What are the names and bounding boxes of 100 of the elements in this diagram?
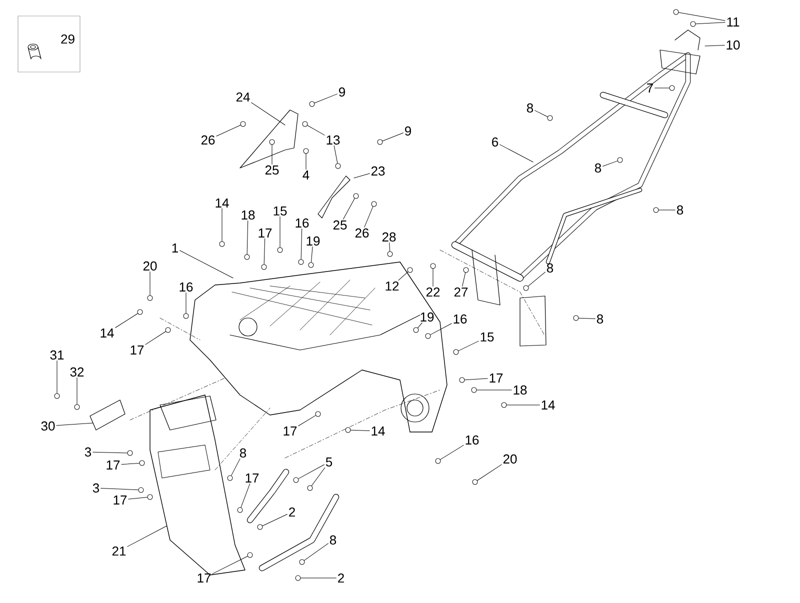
fastener bbox=[353, 193, 359, 199]
fastener bbox=[345, 427, 351, 433]
callout-number: 4 bbox=[302, 170, 310, 180]
fastener bbox=[237, 507, 243, 513]
callout-number: 17 bbox=[490, 374, 503, 382]
callout-number: 8 bbox=[546, 263, 554, 273]
fastener bbox=[74, 404, 80, 410]
leader-line bbox=[127, 526, 167, 547]
leader-line bbox=[115, 313, 138, 328]
callout-number: 8 bbox=[330, 535, 336, 545]
fastener bbox=[617, 157, 623, 163]
fastener bbox=[299, 559, 305, 565]
fastener bbox=[219, 241, 225, 247]
callout-number: 25 bbox=[333, 220, 347, 230]
fastener bbox=[425, 333, 431, 339]
leader-line bbox=[128, 497, 148, 500]
leader-line bbox=[334, 146, 338, 164]
callout-number: 15 bbox=[274, 206, 287, 216]
fastener bbox=[257, 524, 263, 530]
fastener bbox=[308, 262, 314, 268]
leader-line bbox=[389, 242, 390, 252]
callout-number: 23 bbox=[371, 166, 385, 176]
leader-line bbox=[398, 272, 408, 281]
leader-line bbox=[300, 228, 302, 260]
fastener bbox=[377, 139, 383, 145]
fastener bbox=[653, 207, 659, 213]
fastener bbox=[407, 267, 413, 273]
fastener bbox=[261, 264, 267, 270]
callout-number: 17 bbox=[284, 426, 297, 436]
callout-number: 22 bbox=[426, 287, 440, 297]
leader-line bbox=[464, 378, 488, 380]
callout-number: 16 bbox=[454, 314, 467, 324]
fastener bbox=[293, 477, 299, 483]
leader-line bbox=[212, 556, 248, 574]
fastener bbox=[307, 485, 313, 491]
callout-number: 17 bbox=[258, 228, 272, 238]
fastener bbox=[573, 315, 579, 321]
callout-number: 9 bbox=[405, 126, 411, 136]
leader-line bbox=[432, 268, 434, 287]
leader-line bbox=[310, 246, 313, 263]
leader-line bbox=[314, 94, 338, 104]
callout-number: 19 bbox=[306, 236, 320, 246]
callout-number: 13 bbox=[326, 135, 340, 145]
fastener bbox=[523, 285, 529, 291]
callout-number: 32 bbox=[70, 367, 84, 377]
fastener bbox=[302, 121, 308, 127]
fastener bbox=[435, 458, 441, 464]
leader-line bbox=[354, 173, 370, 178]
callout-number: 9 bbox=[339, 87, 345, 97]
leader-line bbox=[307, 125, 325, 136]
callout-number: 8 bbox=[676, 205, 684, 215]
callout-number: 16 bbox=[296, 218, 309, 228]
fastener bbox=[471, 387, 477, 393]
leader-line bbox=[418, 322, 422, 328]
callout-number: 20 bbox=[143, 261, 157, 271]
callout-number: 16 bbox=[466, 435, 479, 445]
inset-box: 29 bbox=[18, 16, 80, 72]
callout-number: 17 bbox=[130, 346, 144, 354]
callout-number: 26 bbox=[355, 228, 369, 238]
callout-number: 14 bbox=[542, 400, 555, 410]
fastener bbox=[244, 254, 250, 260]
fastener bbox=[139, 460, 145, 466]
fastener bbox=[127, 450, 133, 456]
leader-line bbox=[342, 198, 355, 220]
callout-number: 7 bbox=[647, 84, 653, 92]
callout-number: 17 bbox=[106, 460, 120, 470]
leader-line bbox=[678, 12, 726, 21]
fastener bbox=[463, 267, 469, 273]
fastener bbox=[673, 9, 679, 15]
callout-number: 14 bbox=[216, 198, 229, 208]
leader-line bbox=[76, 378, 78, 404]
fastener bbox=[690, 21, 696, 27]
fastener bbox=[269, 139, 275, 145]
fastener bbox=[165, 327, 171, 333]
callout-number: 16 bbox=[180, 282, 193, 292]
fastener bbox=[472, 479, 478, 485]
leader-line bbox=[704, 45, 725, 46]
fastener bbox=[669, 85, 675, 91]
callout-number: 14 bbox=[100, 328, 114, 338]
leader-line bbox=[264, 238, 266, 264]
callout-number: 11 bbox=[727, 18, 740, 26]
fastener bbox=[413, 327, 419, 333]
fastener bbox=[147, 494, 153, 500]
callout-number: 2 bbox=[289, 507, 295, 517]
leader-line bbox=[528, 272, 546, 286]
fastener bbox=[371, 201, 377, 207]
callout-number: 5 bbox=[326, 457, 332, 467]
callout-number: 17 bbox=[198, 574, 211, 582]
leader-line bbox=[121, 462, 140, 465]
leader-line bbox=[304, 543, 328, 561]
leader-line bbox=[56, 422, 94, 426]
callout-number: 31 bbox=[50, 350, 64, 360]
callout-number: 15 bbox=[480, 332, 494, 342]
callout-number: 18 bbox=[242, 210, 255, 220]
fastener bbox=[147, 295, 153, 301]
callout-number: 27 bbox=[454, 287, 468, 297]
leader-line bbox=[440, 444, 464, 460]
leader-line bbox=[298, 464, 324, 479]
fastener bbox=[137, 309, 143, 315]
fastener bbox=[240, 121, 246, 127]
